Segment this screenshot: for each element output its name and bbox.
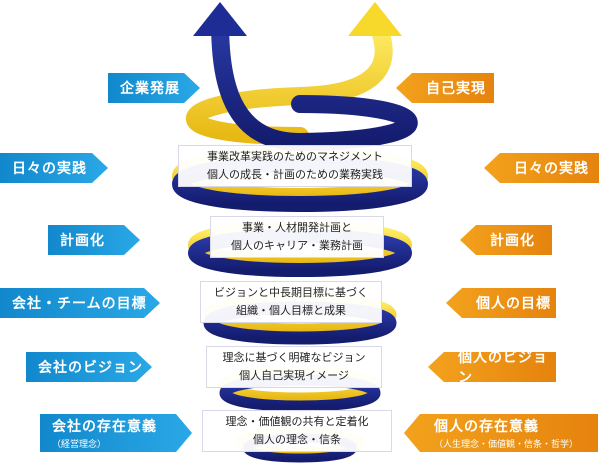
label-text: 日々の実践 bbox=[12, 161, 87, 177]
center-box-clear-vision: 理念に基づく明確なビジョン 個人自己実現イメージ bbox=[206, 346, 382, 388]
center-box-management-practice: 事業改革実践のためのマネジメント 個人の成長・計画のための業務実践 bbox=[178, 145, 412, 187]
left-label-company-purpose: 会社の存在意義 （経営理念） bbox=[40, 414, 192, 452]
label-text: 計画化 bbox=[490, 233, 535, 249]
right-label-self-realization: 自己実現 bbox=[396, 73, 494, 103]
right-label-personal-vision: 個人のビジョン bbox=[428, 352, 556, 382]
label-text: 個人の目標 bbox=[476, 296, 551, 312]
left-label-company-vision: 会社のビジョン bbox=[26, 352, 152, 382]
center-box-goals-and-results: ビジョンと中長期目標に基づく 組織・個人目標と成果 bbox=[200, 281, 382, 323]
left-label-corporate-development: 企業発展 bbox=[108, 73, 200, 103]
center-line-2: 個人のキャリア・業務計画 bbox=[231, 239, 363, 252]
right-label-personal-goals: 個人の目標 bbox=[446, 288, 556, 318]
label-text: 個人のビジョン bbox=[458, 350, 548, 386]
label-text: 自己実現 bbox=[426, 81, 486, 97]
right-label-planning: 計画化 bbox=[460, 225, 552, 255]
label-text: 個人の存在意義 bbox=[434, 419, 539, 435]
label-text: 会社のビジョン bbox=[38, 360, 143, 376]
label-subtext: （経営理念） bbox=[52, 440, 107, 450]
right-label-personal-purpose: 個人の存在意義 （人生理念・価値観・信条・哲学） bbox=[404, 414, 598, 452]
label-subtext: （人生理念・価値観・信条・哲学） bbox=[434, 440, 579, 450]
center-line-1: 事業・人材開発計画と bbox=[242, 221, 352, 234]
blue-arrow-head bbox=[193, 2, 247, 36]
center-line-2: 個人の理念・信条 bbox=[253, 433, 341, 446]
left-label-company-team-goals: 会社・チームの目標 bbox=[0, 288, 160, 318]
center-line-1: ビジョンと中長期目標に基づく bbox=[214, 286, 368, 299]
center-line-2: 個人の成長・計画のための業務実践 bbox=[207, 168, 383, 181]
center-line-1: 理念・価値観の共有と定着化 bbox=[225, 415, 369, 428]
left-label-daily-practice: 日々の実践 bbox=[0, 153, 108, 183]
label-text: 計画化 bbox=[60, 233, 105, 249]
center-line-2: 個人自己実現イメージ bbox=[239, 369, 349, 382]
center-line-1: 理念に基づく明確なビジョン bbox=[222, 351, 366, 364]
label-text: 企業発展 bbox=[120, 81, 180, 97]
center-line-2: 組織・個人目標と成果 bbox=[236, 304, 346, 317]
center-line-1: 事業改革実践のためのマネジメント bbox=[207, 150, 383, 163]
left-label-planning: 計画化 bbox=[48, 225, 140, 255]
label-text: 会社の存在意義 bbox=[52, 419, 157, 435]
label-text: 会社・チームの目標 bbox=[12, 296, 147, 312]
center-box-shared-values: 理念・価値観の共有と定着化 個人の理念・信条 bbox=[202, 410, 392, 452]
yellow-arrow-head bbox=[348, 2, 402, 36]
right-label-daily-practice: 日々の実践 bbox=[484, 153, 599, 183]
center-box-development-plan: 事業・人材開発計画と 個人のキャリア・業務計画 bbox=[210, 216, 384, 258]
label-text: 日々の実践 bbox=[514, 161, 589, 177]
